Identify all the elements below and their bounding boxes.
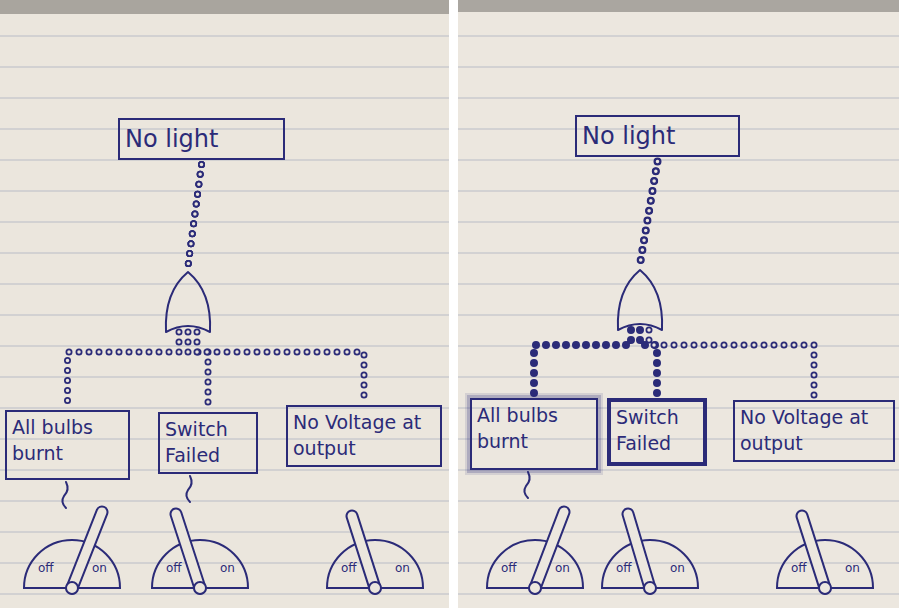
photo-edge [0, 0, 449, 14]
event-text: Switch Failed [616, 405, 698, 456]
switch-position-label: off [501, 562, 517, 574]
top-event-box: No light [575, 115, 740, 157]
event-text: No Voltage at output [740, 405, 888, 456]
switch-position-label: off [616, 562, 632, 574]
dotted-connector [188, 164, 208, 408]
basic-event-box: All bulbs burnt [470, 398, 598, 470]
or-gate [618, 270, 662, 330]
switch-position-label: on [845, 562, 860, 574]
basic-event-box: Switch Failed [158, 412, 258, 474]
dotted-connector [640, 161, 658, 394]
switch-position-label: off [166, 562, 182, 574]
lever-switch [152, 476, 248, 594]
event-text: No light [582, 120, 733, 152]
or-gate [166, 272, 210, 332]
ruled-lines [458, 0, 899, 608]
lever-switch [24, 482, 120, 594]
switch-position-label: on [670, 562, 685, 574]
switch-position-label: on [92, 562, 107, 574]
lever-switch [777, 516, 873, 594]
switch-position-label: on [220, 562, 235, 574]
paper-sheet [458, 0, 899, 608]
basic-event-box: Switch Failed [607, 398, 707, 466]
photo-edge [458, 0, 899, 12]
event-text: All bulbs burnt [477, 403, 591, 454]
switch-position-label: off [38, 562, 54, 574]
basic-event-box: No Voltage at output [733, 400, 895, 462]
event-text: Switch Failed [165, 417, 251, 468]
top-event-box: No light [118, 118, 285, 160]
basic-event-box: All bulbs burnt [5, 410, 130, 480]
dotted-connector [534, 161, 658, 394]
dotted-connector [640, 161, 814, 396]
event-text: No light [125, 123, 278, 155]
switch-position-label: off [341, 562, 357, 574]
switch-position-label: off [791, 562, 807, 574]
event-text: No Voltage at output [293, 410, 435, 461]
switch-position-label: on [555, 562, 570, 574]
switch-position-label: on [395, 562, 410, 574]
paper-sheet [0, 0, 449, 608]
dotted-connector [68, 164, 202, 406]
ruled-lines [0, 0, 449, 608]
lever-switch [487, 472, 583, 594]
dotted-connector [188, 164, 364, 401]
lever-switch [327, 516, 423, 594]
basic-event-box: No Voltage at output [286, 405, 442, 467]
lever-switch [602, 514, 698, 594]
event-text: All bulbs burnt [12, 415, 123, 466]
